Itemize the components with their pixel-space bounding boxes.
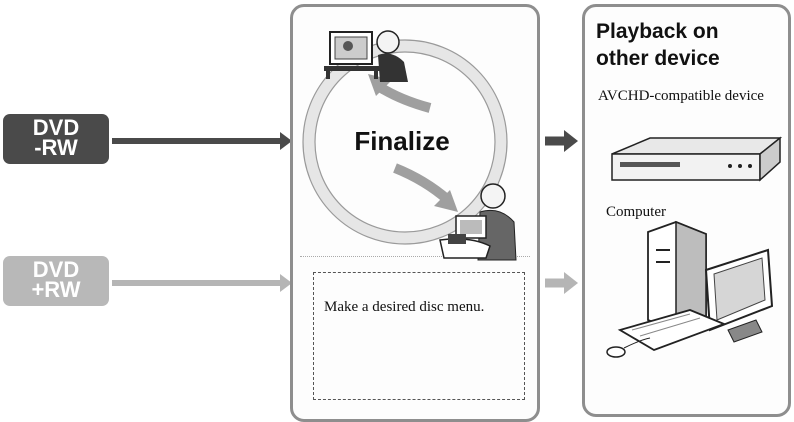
- avchd-device-label: AVCHD-compatible device: [598, 88, 764, 104]
- panel-divider: [300, 256, 530, 257]
- arrow-dvd-plus-rw-to-menu: [112, 274, 292, 292]
- badge-line1: DVD: [32, 257, 80, 282]
- desktop-computer-icon: [606, 220, 774, 358]
- arrow-dvd-rw-to-finalize: [112, 132, 292, 150]
- disc-menu-box: Make a desired disc menu.: [313, 272, 525, 400]
- arrow-menu-to-playback: [545, 272, 578, 294]
- badge-line2: +RW: [31, 277, 81, 302]
- badge-line2: -RW: [34, 135, 78, 160]
- finalize-label: Finalize: [354, 126, 450, 156]
- disc-menu-text: Make a desired disc menu.: [324, 299, 485, 315]
- dvd-player-icon: [611, 136, 783, 182]
- badge-line1: DVD: [32, 115, 80, 140]
- disc-type-badge-dvd-rw: DVD -RW: [3, 114, 109, 164]
- disc-type-badge-dvd-plus-rw: DVD +RW: [3, 256, 109, 306]
- tv-viewer-icon: [324, 30, 408, 82]
- title-line2: other device: [596, 47, 720, 70]
- cycle-arrow-icon: [302, 39, 508, 245]
- arrow-finalize-to-playback: [545, 130, 578, 152]
- title-line1: Playback on: [596, 20, 719, 43]
- computer-label: Computer: [606, 204, 666, 220]
- playback-panel-title: Playback on other device: [596, 18, 776, 72]
- camcorder-user-icon: [439, 183, 517, 261]
